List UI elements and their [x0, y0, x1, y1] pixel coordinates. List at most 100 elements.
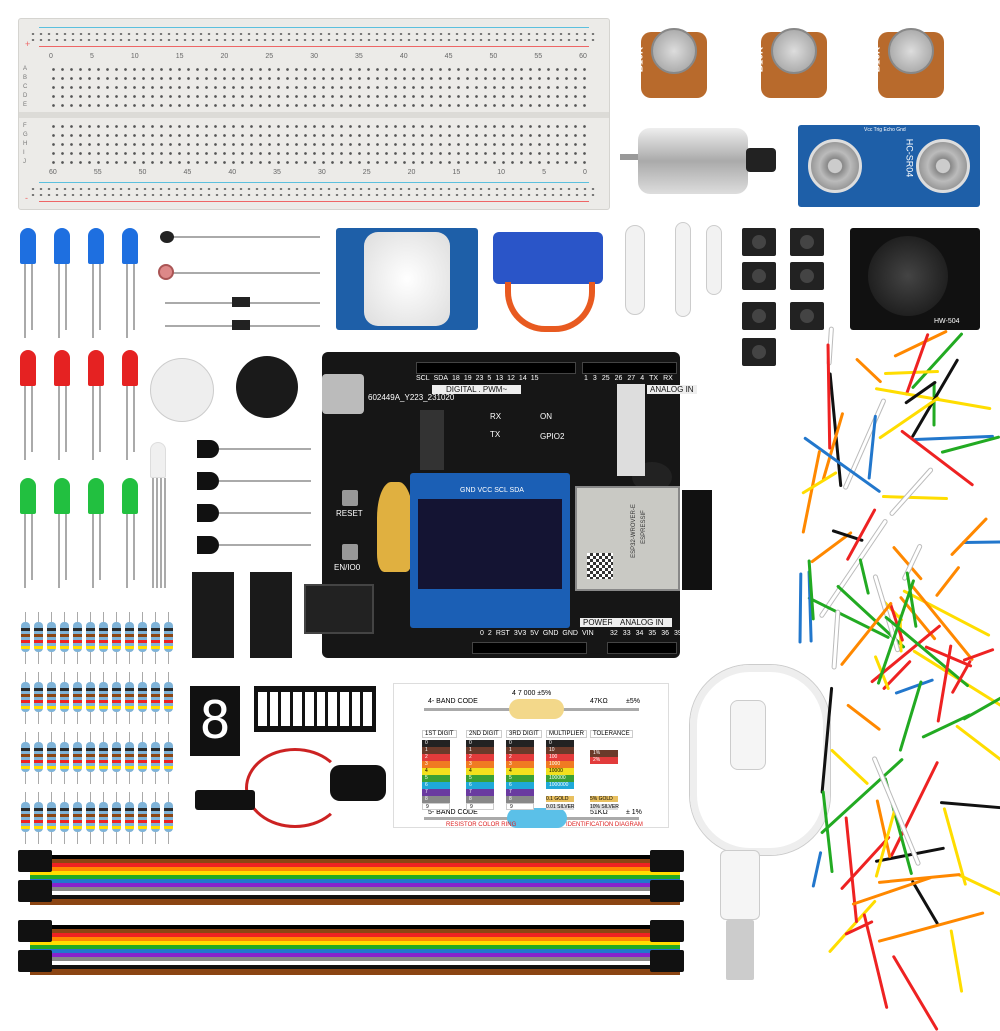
resistor-body [21, 682, 30, 712]
resistor-body [21, 742, 30, 772]
resistor [124, 672, 135, 724]
terminal-strip-top [49, 65, 587, 111]
antenna [682, 490, 712, 590]
resistor-body [99, 802, 108, 832]
dupont-ribbon-cable [30, 855, 680, 905]
transistor-leads [219, 480, 311, 482]
usb-serial-chip [420, 410, 444, 470]
passive-buzzer [150, 358, 214, 422]
row-letter: D [23, 93, 28, 99]
four-band-title: 4- BAND CODE [428, 698, 478, 705]
col-num: 55 [93, 169, 102, 176]
led-leg [126, 514, 128, 588]
camera-connector [617, 384, 645, 476]
potentiometer: B10K [745, 22, 837, 104]
resistor-body [21, 802, 30, 832]
pin-label: 1 [584, 375, 588, 382]
transistor [197, 472, 219, 490]
jumper-wire [891, 954, 939, 1031]
five-band-tolerance: ± 1% [626, 809, 642, 816]
resistor-body [99, 742, 108, 772]
resistor [72, 792, 83, 844]
led-bar-graph [254, 686, 376, 732]
resistor [111, 612, 122, 664]
tactile-button [742, 262, 776, 290]
jumper-wire [949, 516, 989, 557]
digital-label: DIGITAL . PWM~ [432, 385, 522, 394]
col-num: 15 [175, 53, 184, 60]
rail-line-blue [39, 182, 589, 183]
blue-led [88, 228, 104, 338]
col-num: 20 [407, 169, 416, 176]
resistor [46, 792, 57, 844]
jumper-wire [867, 414, 877, 481]
col-num: 0 [583, 169, 587, 176]
led-leg [133, 386, 135, 452]
led-lens [88, 228, 104, 264]
color-band-row: 5 [466, 775, 494, 782]
transistor-leads [219, 544, 311, 546]
qr-code [587, 553, 613, 579]
resistor-body [99, 622, 108, 652]
color-band-row: 6 [422, 782, 450, 789]
resistor-body [112, 802, 121, 832]
resistor-body [138, 682, 147, 712]
row-letter: F [23, 123, 27, 129]
resistor-body [60, 802, 69, 832]
led-lens [20, 478, 36, 514]
col-num: 55 [534, 53, 543, 60]
rgb-led [150, 442, 166, 590]
jumper-wire [890, 467, 933, 516]
button-cap [800, 269, 814, 283]
joystick-knob [868, 236, 948, 316]
transistor-leads [219, 512, 311, 514]
led-leg [65, 386, 67, 452]
col-num: 30 [310, 53, 318, 60]
boot-button[interactable] [342, 544, 358, 560]
pin-label: 0 [480, 630, 484, 637]
power-rail-bottom [29, 186, 599, 198]
col-num: 60 [49, 169, 57, 176]
pin-label: 36 [661, 630, 669, 637]
servo-horn [675, 222, 691, 317]
button-cap [752, 269, 766, 283]
pin-label: RX [663, 375, 673, 382]
led-label-gpio2: GPIO2 [540, 432, 565, 441]
col-num: 30 [317, 169, 326, 176]
resistor [33, 792, 44, 844]
color-band-row: 1% [590, 750, 618, 757]
pin-label: 35 [648, 630, 657, 637]
col-num: 15 [452, 169, 461, 176]
color-band-row: 2 [506, 754, 534, 761]
jumper-wire [862, 913, 889, 1009]
tactile-button [790, 228, 824, 256]
resistor [85, 612, 96, 664]
oled-screen [418, 499, 562, 589]
reset-button[interactable] [342, 490, 358, 506]
bar-segment [293, 692, 302, 726]
led-leg [152, 478, 154, 588]
pin-label: 3 [592, 375, 597, 382]
four-band-tolerance: ±5% [626, 698, 640, 705]
resistor-body [125, 802, 134, 832]
color-band-row: 7 [422, 789, 450, 796]
battery-wires [245, 748, 345, 828]
footer-right: IDENTIFICATION DIAGRAM [566, 822, 643, 828]
dupont-connector [18, 850, 52, 872]
resistor-body [86, 622, 95, 652]
dc-jack [304, 584, 374, 634]
red-led [54, 350, 70, 460]
resistor-body [164, 742, 173, 772]
pin-label: 2 [487, 630, 492, 637]
pin-label: TX [649, 375, 659, 382]
pot-knob [771, 28, 817, 74]
red-led [20, 350, 36, 460]
photoresistor-leads [165, 272, 320, 274]
oled-pin-labels: GND VCC SCL SDA [460, 487, 524, 494]
resistor-body [125, 742, 134, 772]
center-channel [19, 112, 609, 118]
row-letter: I [23, 150, 25, 156]
bar-segment [316, 692, 326, 726]
col-num: 0 [49, 53, 53, 60]
